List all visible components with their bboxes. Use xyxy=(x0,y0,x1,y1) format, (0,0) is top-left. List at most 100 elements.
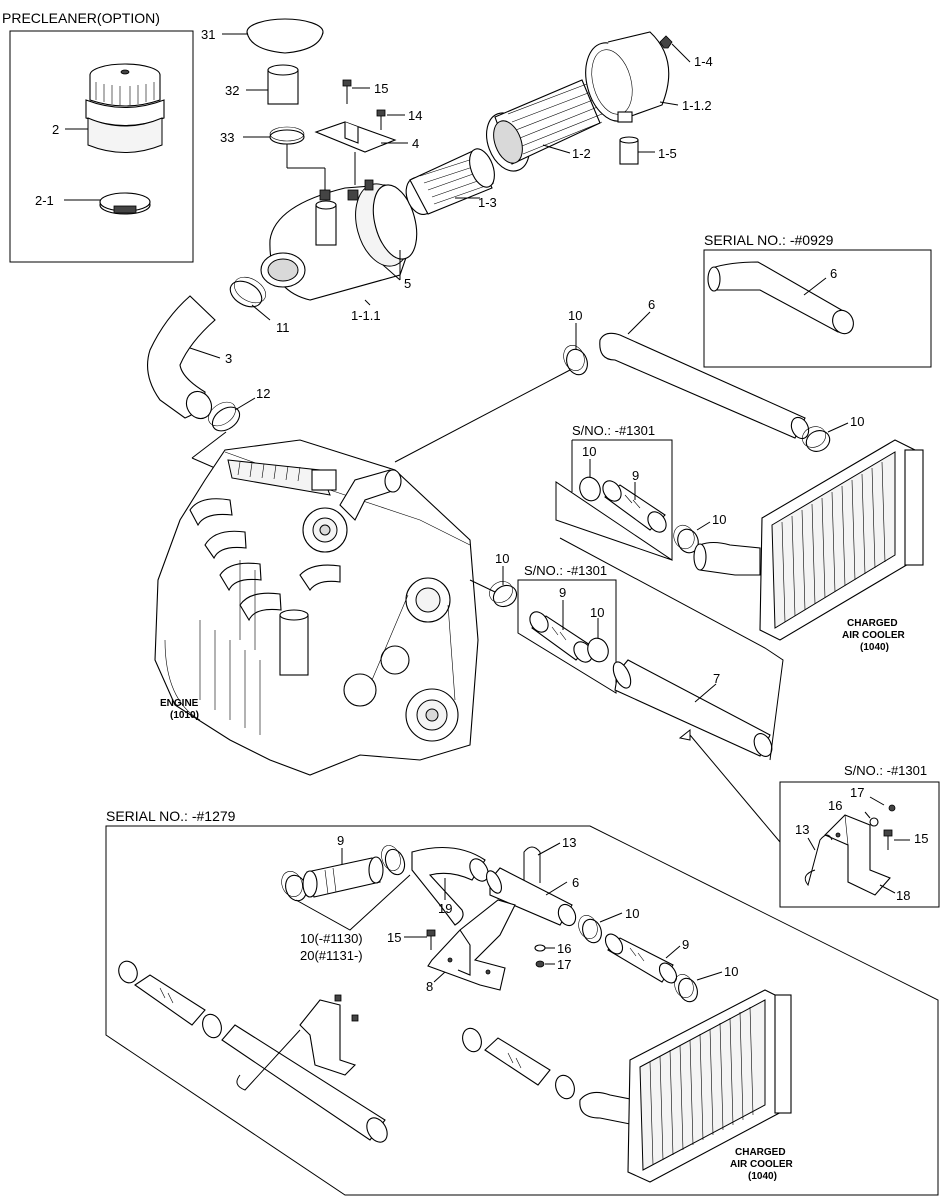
clamp-10-f: 10 xyxy=(587,605,609,663)
serial-0929-section: SERIAL NO.: -#0929 6 xyxy=(703,232,932,368)
precleaner-clamp xyxy=(99,192,151,215)
callout-7: 7 xyxy=(713,671,720,686)
callout-11: 11 xyxy=(276,320,290,335)
callout-3: 3 xyxy=(225,351,232,366)
callout-16-r: 16 xyxy=(828,798,842,813)
callout-33: 33 xyxy=(220,130,234,145)
bolt-15-top: 15 xyxy=(342,79,388,104)
precleaner-part xyxy=(85,63,165,153)
bolt-15-l xyxy=(426,929,436,937)
precleaner-frame xyxy=(9,30,194,263)
callout-18: 18 xyxy=(896,888,910,903)
serial-0929-frame xyxy=(703,249,932,368)
callout-12: 12 xyxy=(256,386,270,401)
sno-1301-section-c: S/NO.: -#1301 13 16 17 15 18 xyxy=(779,763,940,908)
callout-5: 5 xyxy=(404,276,411,291)
clamp-10-h-upper: 10 xyxy=(578,906,639,944)
sno-1301-frame-c xyxy=(779,781,940,908)
callout-9-a: 9 xyxy=(632,468,639,483)
clamp-10-c: 10 xyxy=(579,444,601,502)
clamp-10-a: 10 xyxy=(563,308,588,376)
callout-15-r: 15 xyxy=(914,831,928,846)
callout-13-r: 13 xyxy=(795,822,809,837)
nut-17-r xyxy=(888,804,896,812)
callout-8: 8 xyxy=(426,979,433,994)
u-bolt-13-r xyxy=(804,834,833,887)
air-cleaner-cover xyxy=(585,31,670,123)
sno-1301-section-b: S/NO.: -#1301 9 10 xyxy=(517,563,617,694)
elbow-hose-19: 19 xyxy=(411,847,489,926)
washer-16-l xyxy=(534,944,546,952)
pipe-6-variant xyxy=(709,261,846,333)
callout-6-serial: 6 xyxy=(830,266,837,281)
inner-filter-element: 1-3 xyxy=(405,148,497,215)
outer-filter-element: 1-2 xyxy=(486,79,603,172)
callout-1-1-1: 1-1.1 xyxy=(351,308,381,323)
pipe-6-lower: 6 xyxy=(486,867,579,927)
callout-31: 31 xyxy=(201,27,215,42)
engine-caption-line2: (1010) xyxy=(170,710,199,721)
sno-1301-header-a: S/NO.: -#1301 xyxy=(572,423,655,438)
clamp-10-e: 10 xyxy=(489,551,518,608)
cooler-b-caption-line1: CHARGED xyxy=(735,1147,786,1158)
air-cleaner-housing xyxy=(260,179,418,301)
callout-10-h: 10 xyxy=(724,964,738,979)
clamp-10-g-right xyxy=(381,845,406,876)
callout-1-3: 1-3 xyxy=(478,195,497,210)
dust-valve: 1-5 xyxy=(619,136,677,165)
sno-1301-section-a: S/NO.: -#1301 10 9 xyxy=(555,423,673,561)
callout-15-l: 15 xyxy=(387,930,401,945)
charge-air-pipe-7: 7 xyxy=(612,659,773,757)
callout-13-l: 13 xyxy=(562,835,576,850)
serial-0929-header: SERIAL NO.: -#0929 xyxy=(704,232,834,248)
callout-1-1-2: 1-1.2 xyxy=(682,98,712,113)
callout-6-main: 6 xyxy=(648,297,655,312)
clamp-10-h-lower: 10 xyxy=(674,964,738,1003)
nut-17-l xyxy=(535,960,545,968)
callout-4: 4 xyxy=(412,136,419,151)
sno-1301-header-c: S/NO.: -#1301 xyxy=(844,763,927,778)
callout-1-5: 1-5 xyxy=(658,146,677,161)
coupler-9-b: 9 xyxy=(529,585,593,663)
assembled-view-right xyxy=(462,1027,636,1126)
callout-14: 14 xyxy=(408,108,422,123)
callout-2-1: 2-1 xyxy=(35,193,54,208)
callout-10-1130: 10(-#1130) xyxy=(300,931,363,946)
bolt-14: 14 xyxy=(376,108,422,130)
callout-16-l: 16 xyxy=(557,941,571,956)
clamp-10-d: 10 xyxy=(673,512,726,554)
coupler-9-a: 9 xyxy=(602,468,667,533)
callout-2: 2 xyxy=(52,122,59,137)
hose-clamp-11: 11 xyxy=(229,276,290,335)
callout-17-r: 17 xyxy=(850,785,864,800)
callout-10-b: 10 xyxy=(850,414,864,429)
callout-20-1131: 20(#1131-) xyxy=(300,948,363,963)
coupler-9-d: 9 xyxy=(604,933,689,984)
u-bolt-13-l xyxy=(523,846,541,883)
serial-1279-frame xyxy=(105,825,939,1196)
charged-air-cooler-lower xyxy=(627,989,792,1183)
assembled-view-left xyxy=(118,960,388,1143)
cooler-b-caption-line2: AIR COOLER xyxy=(730,1159,794,1170)
hose-clamp-12: 12 xyxy=(208,386,270,432)
callout-10-g: 10 xyxy=(625,906,639,921)
cooler-a-caption-line2: AIR COOLER xyxy=(842,630,906,641)
callout-10-a: 10 xyxy=(568,308,582,323)
callout-9-d: 9 xyxy=(682,937,689,952)
bracket-18 xyxy=(824,814,891,896)
engine xyxy=(154,439,479,776)
wing-nut: 1-4 xyxy=(659,35,713,69)
callout-10-d: 10 xyxy=(712,512,726,527)
cooler-a-caption-line3: (1040) xyxy=(860,642,889,653)
coupler-9-c: 9 xyxy=(302,833,384,898)
sno-1301-header-b: S/NO.: -#1301 xyxy=(524,563,607,578)
engine-caption-line1: ENGINE xyxy=(160,698,199,709)
intake-hose-3: 3 xyxy=(147,295,232,420)
bracket-8: 8 xyxy=(426,899,516,994)
callout-1-2: 1-2 xyxy=(572,146,591,161)
callout-19: 19 xyxy=(438,901,452,916)
callout-10-f: 10 xyxy=(590,605,604,620)
clamp-10-b: 10 xyxy=(802,414,864,452)
callout-9-c: 9 xyxy=(337,833,344,848)
